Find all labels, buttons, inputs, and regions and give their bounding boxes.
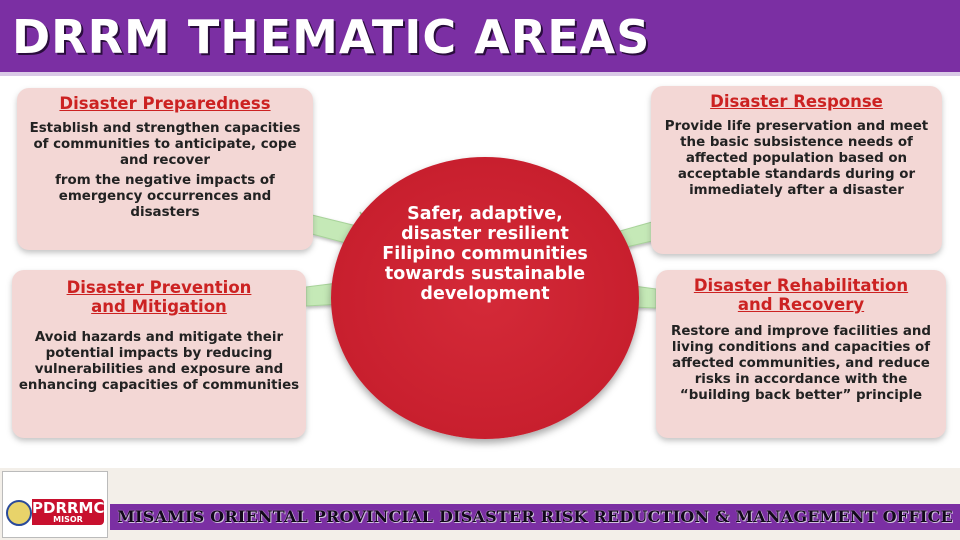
logo-subtitle: MISOR: [53, 515, 83, 524]
office-name: MISAMIS ORIENTAL PROVINCIAL DISASTER RIS…: [117, 507, 953, 526]
preparedness-title: Disaster Preparedness: [59, 94, 271, 113]
rehabilitation-text-1: Restore and improve facilities and livin…: [671, 324, 931, 403]
rehabilitation-title-line-2: and Recovery: [737, 295, 865, 314]
preparedness-text-2: from the negative impacts of emergency o…: [55, 173, 275, 220]
response-description: Provide life preservation and meet the b…: [651, 119, 942, 199]
preparedness-description: Establish and strengthen capacities of c…: [17, 121, 313, 221]
preparedness-box: Disaster Preparedness Establish and stre…: [17, 88, 313, 250]
rehabilitation-box: Disaster Rehabilitation and Recovery Res…: [656, 270, 946, 438]
prevention-title: Disaster Prevention and Mitigation: [12, 278, 306, 316]
preparedness-text-1: Establish and strengthen capacities of c…: [29, 121, 301, 168]
rehabilitation-description: Restore and improve facilities and livin…: [656, 324, 946, 404]
rehabilitation-title-line-1: Disaster Rehabilitation: [693, 276, 909, 295]
prevention-box: Disaster Prevention and Mitigation Avoid…: [12, 270, 306, 438]
title-bar: DRRM THEMATIC AREAS: [0, 0, 960, 76]
rehabilitation-title: Disaster Rehabilitation and Recovery: [656, 276, 946, 314]
logo-banner: [32, 499, 104, 525]
response-title: Disaster Response: [710, 92, 883, 111]
footer-bar: [110, 504, 960, 530]
response-text-1: Provide life preservation and meet the b…: [664, 119, 929, 198]
goal-circle: [331, 157, 639, 439]
page-title: DRRM THEMATIC AREAS: [12, 10, 651, 64]
goal-statement: Safer, adaptive, disaster resilient Fili…: [382, 204, 588, 304]
province-seal-icon: [6, 500, 32, 526]
prevention-description: Avoid hazards and mitigate their potenti…: [12, 330, 306, 394]
response-box: Disaster Response Provide life preservat…: [651, 86, 942, 254]
prevention-text-1: Avoid hazards and mitigate their potenti…: [18, 330, 300, 393]
prevention-title-line-2: and Mitigation: [91, 297, 227, 316]
prevention-title-line-1: Disaster Prevention: [66, 278, 252, 297]
logo-acronym: PDRRMC: [32, 499, 105, 517]
